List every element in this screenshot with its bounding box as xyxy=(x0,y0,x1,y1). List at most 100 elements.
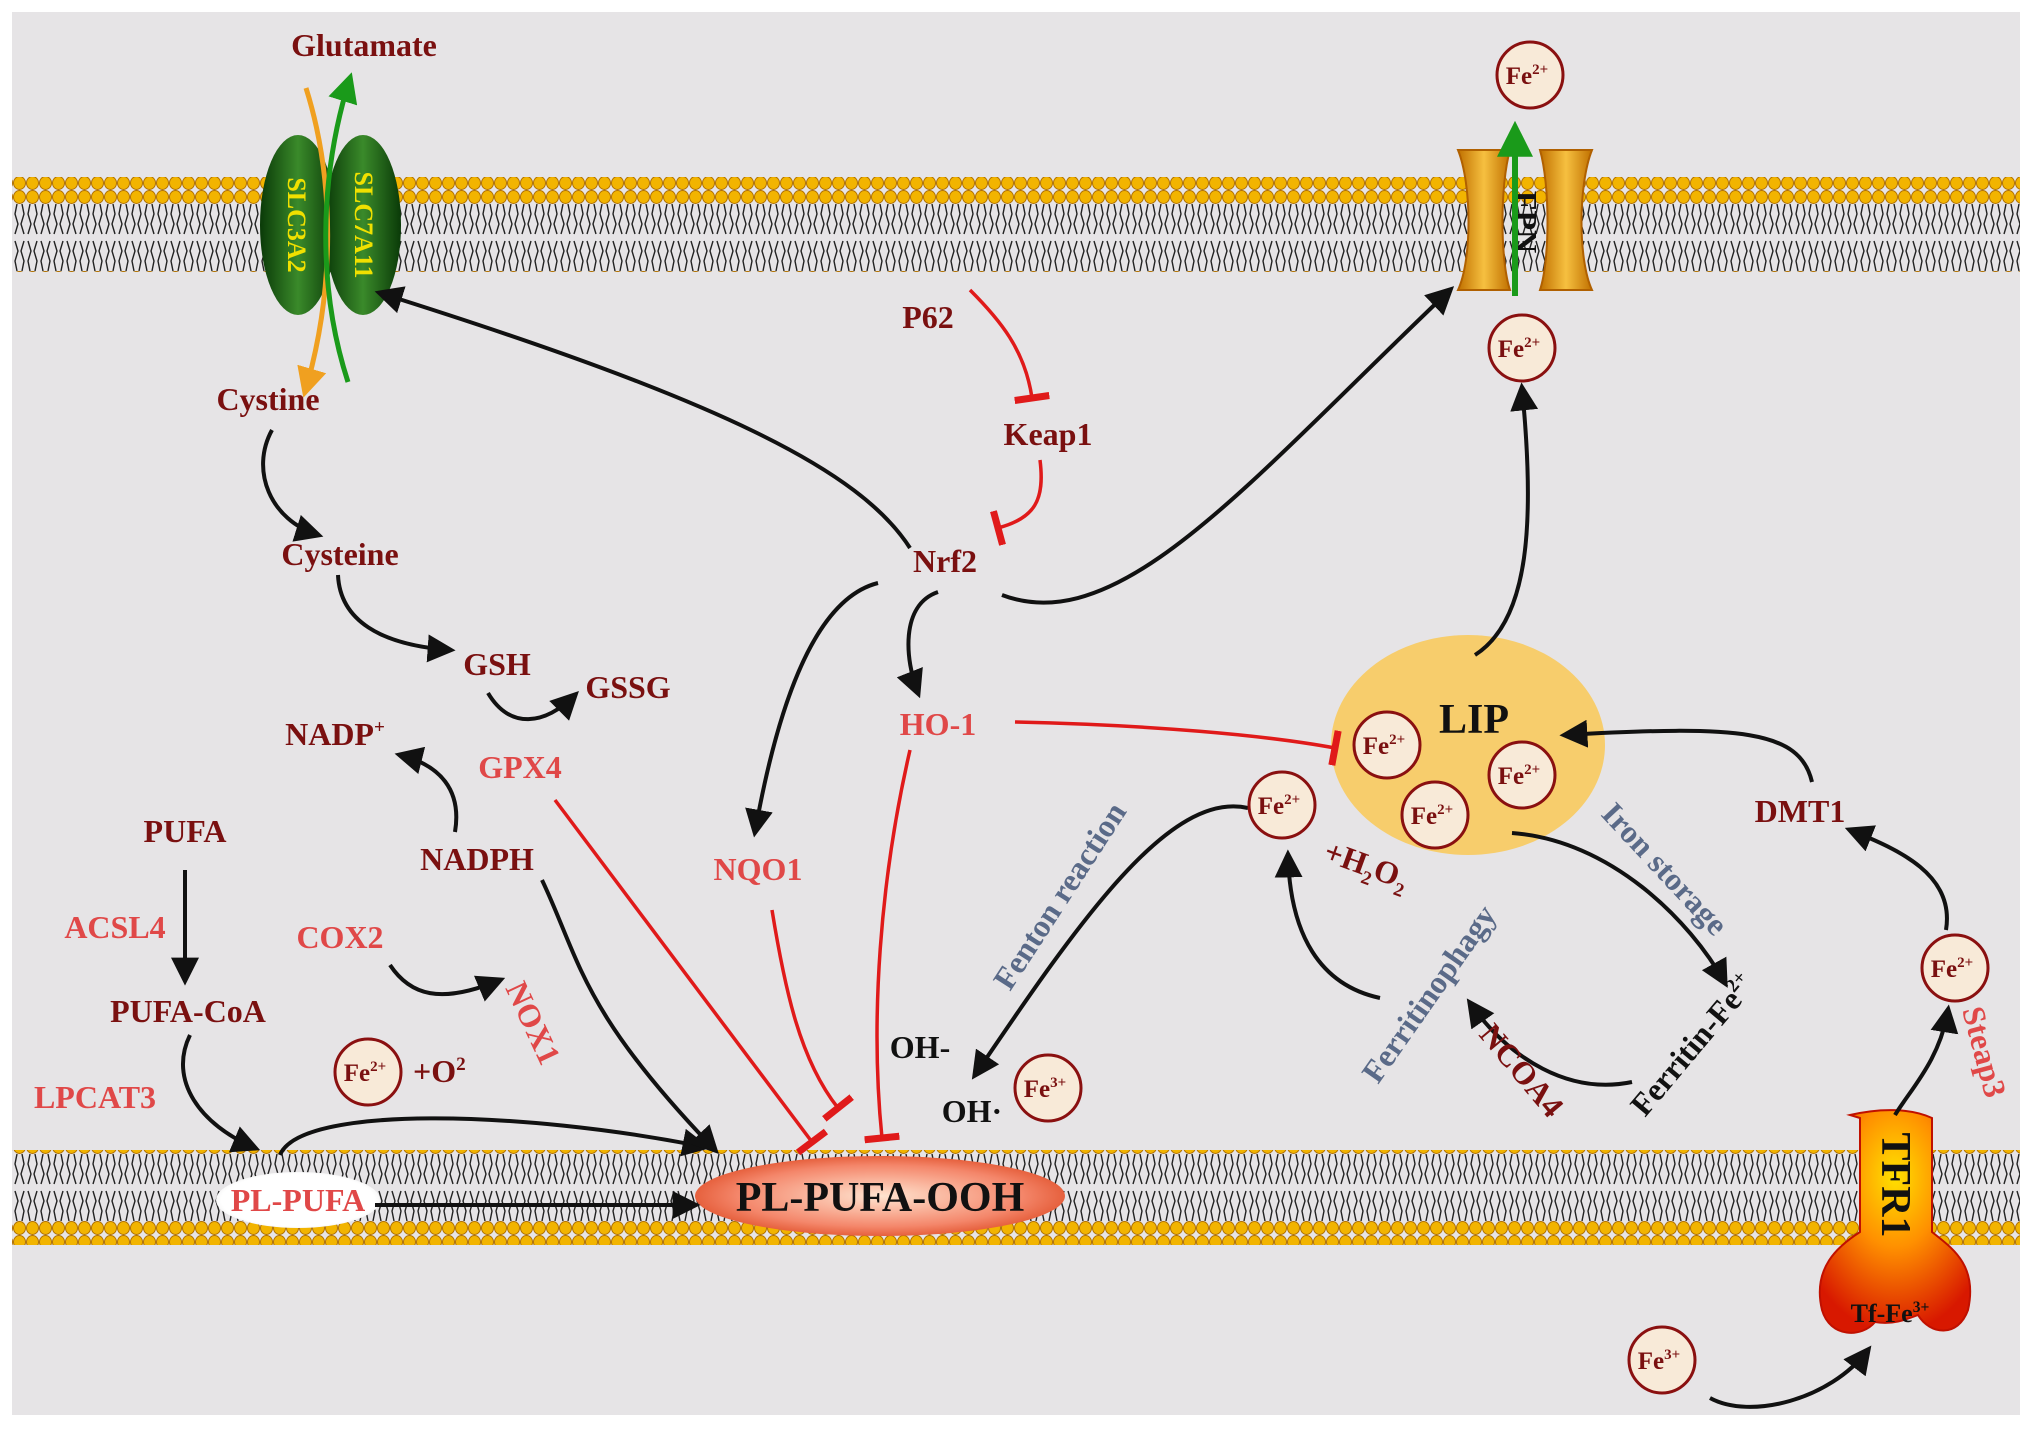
fe2-outside-fpn-ion: Fe2+ xyxy=(1495,40,1565,110)
inhibit-ho1-ooh xyxy=(864,749,912,1144)
fe2-lip-1-ion: Fe2+ xyxy=(1352,710,1422,780)
arrow-ferritinophagy xyxy=(1274,849,1381,1000)
keap1-label: Keap1 xyxy=(1004,416,1093,452)
fpn-transporter: FPN xyxy=(1456,120,1594,296)
inhibit-nqo1-ooh xyxy=(770,909,854,1122)
arrow-plpufa-ooh-top xyxy=(278,1116,711,1157)
fpn-shape xyxy=(1456,149,1512,291)
fe2-steap3-ion: Fe2+ xyxy=(1920,933,1990,1003)
nadp-label: NADP+ xyxy=(285,716,385,752)
ho1-label: HO-1 xyxy=(900,706,976,742)
pufa-label: PUFA xyxy=(144,813,227,849)
lpcat3-label: LPCAT3 xyxy=(34,1079,156,1115)
ion-label: Fe2+ xyxy=(1363,732,1405,760)
inhibit-p62-keap1 xyxy=(968,288,1050,404)
fe2-below-fpn-ion: Fe2+ xyxy=(1487,313,1557,383)
glutamate-export-arrow xyxy=(323,72,358,383)
fe2-lip-2-ion: Fe2+ xyxy=(1487,740,1557,810)
arrow-fe2-dmt1 xyxy=(1844,825,1949,931)
pl-pufa-label: PL-PUFA xyxy=(231,1182,365,1218)
nrf2-label: Nrf2 xyxy=(913,543,977,579)
ion-label: Fe2+ xyxy=(1258,792,1300,820)
inhibition-lines xyxy=(553,288,1342,1156)
arrow-pufacoa-plpufa xyxy=(181,1034,261,1153)
arrow-tfr1-fe2 xyxy=(1893,1004,1959,1117)
slc-transporter: SLC3A2 SLC7A11 xyxy=(260,72,401,398)
arrow-nrf2-nqo1 xyxy=(745,581,879,838)
slc7a11-shape xyxy=(325,135,401,315)
inhibit-gpx4-ooh xyxy=(553,798,829,1156)
ion-label: Fe2+ xyxy=(1498,335,1540,363)
arrow-nrf2-fpn xyxy=(1001,286,1455,605)
arrow-ncoa4 xyxy=(1466,998,1633,1087)
gssg-label: GSSG xyxy=(585,669,670,705)
arrow-nrf2-ho1 xyxy=(896,590,939,699)
ion-circle xyxy=(333,1037,403,1107)
arrow-dmt1-lip xyxy=(1559,719,1814,783)
pl-pufa-oval xyxy=(216,1172,380,1228)
oh-minus-label: OH- xyxy=(890,1029,950,1065)
acsl4-label: ACSL4 xyxy=(64,909,165,945)
pl-pufa-ooh-oval xyxy=(695,1156,1065,1236)
gsh-label: GSH xyxy=(463,646,531,682)
o2-label: +O2 xyxy=(413,1053,466,1089)
cysteine-label: Cysteine xyxy=(281,536,398,572)
fe2-lip-3-ion: Fe2+ xyxy=(1400,780,1470,850)
ion-circle xyxy=(1487,313,1557,383)
ion-label: Fe2+ xyxy=(344,1059,386,1087)
glutamate-label: Glutamate xyxy=(291,27,437,63)
inhibit-ho1-lip xyxy=(1014,720,1342,766)
cox2-label: COX2 xyxy=(296,919,383,955)
fe2-fenton-ion: Fe2+ xyxy=(1247,770,1317,840)
arrow-iron-storage xyxy=(1511,831,1728,988)
dmt1-label: DMT1 xyxy=(1755,793,1846,829)
nqo1-label: NQO1 xyxy=(714,851,803,887)
tf-fe-label: Tf-Fe3+ xyxy=(1851,1299,1930,1328)
slc3a2-shape xyxy=(260,135,336,315)
gpx4-label: GPX4 xyxy=(478,749,562,785)
arrow-fe3-tfr1 xyxy=(1709,1345,1872,1409)
ion-label: Fe2+ xyxy=(1498,762,1540,790)
ion-circle xyxy=(1400,780,1470,850)
ion-circle xyxy=(1352,710,1422,780)
arrow-lip-fe2-top xyxy=(1473,382,1539,657)
ion-circle xyxy=(1495,40,1565,110)
arrow-gsh-gssg xyxy=(486,691,579,722)
p62-label: P62 xyxy=(902,299,954,335)
fe2-lpcat3-ion: Fe2+ xyxy=(333,1037,403,1107)
tfr1-label: TFR1 xyxy=(1872,1133,1918,1238)
slc7a11-label: SLC7A11 xyxy=(349,172,378,279)
ion-circle xyxy=(1920,933,1990,1003)
lip-label: LIP xyxy=(1439,697,1509,743)
fpn-shape-right xyxy=(1538,149,1594,291)
ions-layer: Fe2+ Fe2+ Fe2+ Fe2+ Fe2+ Fe2+ Fe2+ Fe3+ Fe2+ Fe3+ xyxy=(333,40,1990,1395)
arrow-nrf2-slc xyxy=(374,286,912,550)
arrow-cystine-cysteine xyxy=(261,429,324,542)
arrow-nadph-ooh xyxy=(540,879,719,1155)
ion-label: Fe2+ xyxy=(1411,802,1453,830)
arrow-cox2-nox1 xyxy=(388,963,506,1002)
oh-dot-label: OH· xyxy=(942,1093,1002,1129)
slc3a2-label: SLC3A2 xyxy=(282,177,311,272)
fe3-outside-tfr1-ion: Fe3+ xyxy=(1627,1325,1697,1395)
activation-arrows xyxy=(171,286,1959,1409)
ion-circle xyxy=(1627,1325,1697,1395)
nadph-label: NADPH xyxy=(420,841,534,877)
inhibit-keap1-nrf2 xyxy=(990,459,1043,546)
ion-circle xyxy=(1013,1053,1083,1123)
ion-label: Fe2+ xyxy=(1931,955,1973,983)
arrow-fenton xyxy=(971,804,1249,1080)
ion-label: Fe2+ xyxy=(1506,62,1548,90)
fe3-oh-ion: Fe3+ xyxy=(1013,1053,1083,1123)
pl-pufa-ooh-label: PL-PUFA-OOH xyxy=(736,1175,1025,1221)
ion-circle xyxy=(1247,770,1317,840)
arrow-cysteine-gsh xyxy=(336,574,456,663)
arrow-nadph-nadp xyxy=(394,746,459,833)
tfr1-shape xyxy=(1818,1109,1972,1334)
tfr1-receptor: TFR1 Tf-Fe3+ xyxy=(1818,1109,1972,1334)
ion-circle xyxy=(1487,740,1557,810)
ion-label: Fe3+ xyxy=(1024,1075,1066,1103)
cystine-label: Cystine xyxy=(216,381,319,417)
